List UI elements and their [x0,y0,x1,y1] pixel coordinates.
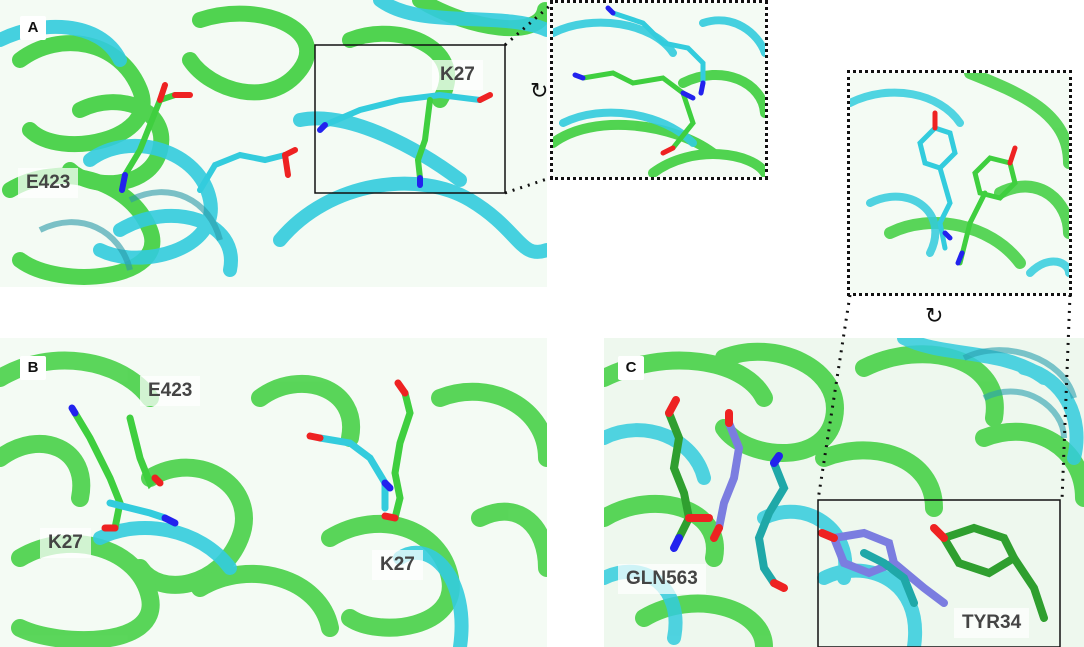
panel-a-structure [0,0,547,287]
panel-c-label-tyr34: TYR34 [954,608,1030,638]
panel-a-inset [550,0,768,180]
panel-c-inset [847,70,1072,296]
panel-a-inset-structure [553,3,765,177]
panel-b-structure [0,338,547,647]
panel-a: A E423 K27 [0,0,547,287]
rotate-arrow-icon: ↻ [530,78,549,103]
panel-a-label-k27: K27 [432,60,483,90]
panel-a-label-e423: E423 [18,168,79,198]
panel-c-label-gln563: GLN563 [618,564,706,594]
panel-c-inset-structure [850,73,1069,293]
rotate-arrow-icon-c: ↻ [925,303,944,328]
panel-c-tag: C [618,356,644,380]
panel-a-tag: A [20,16,46,40]
panel-b-label-e423: E423 [140,376,201,406]
panel-c: C GLN563 TYR34 [604,338,1084,647]
panel-b-label-k27-left: K27 [40,528,91,558]
panel-c-structure [604,338,1084,647]
panel-b-label-k27-right: K27 [372,550,423,580]
panel-b: B E423 K27 K27 [0,338,547,647]
panel-b-tag: B [20,356,46,380]
